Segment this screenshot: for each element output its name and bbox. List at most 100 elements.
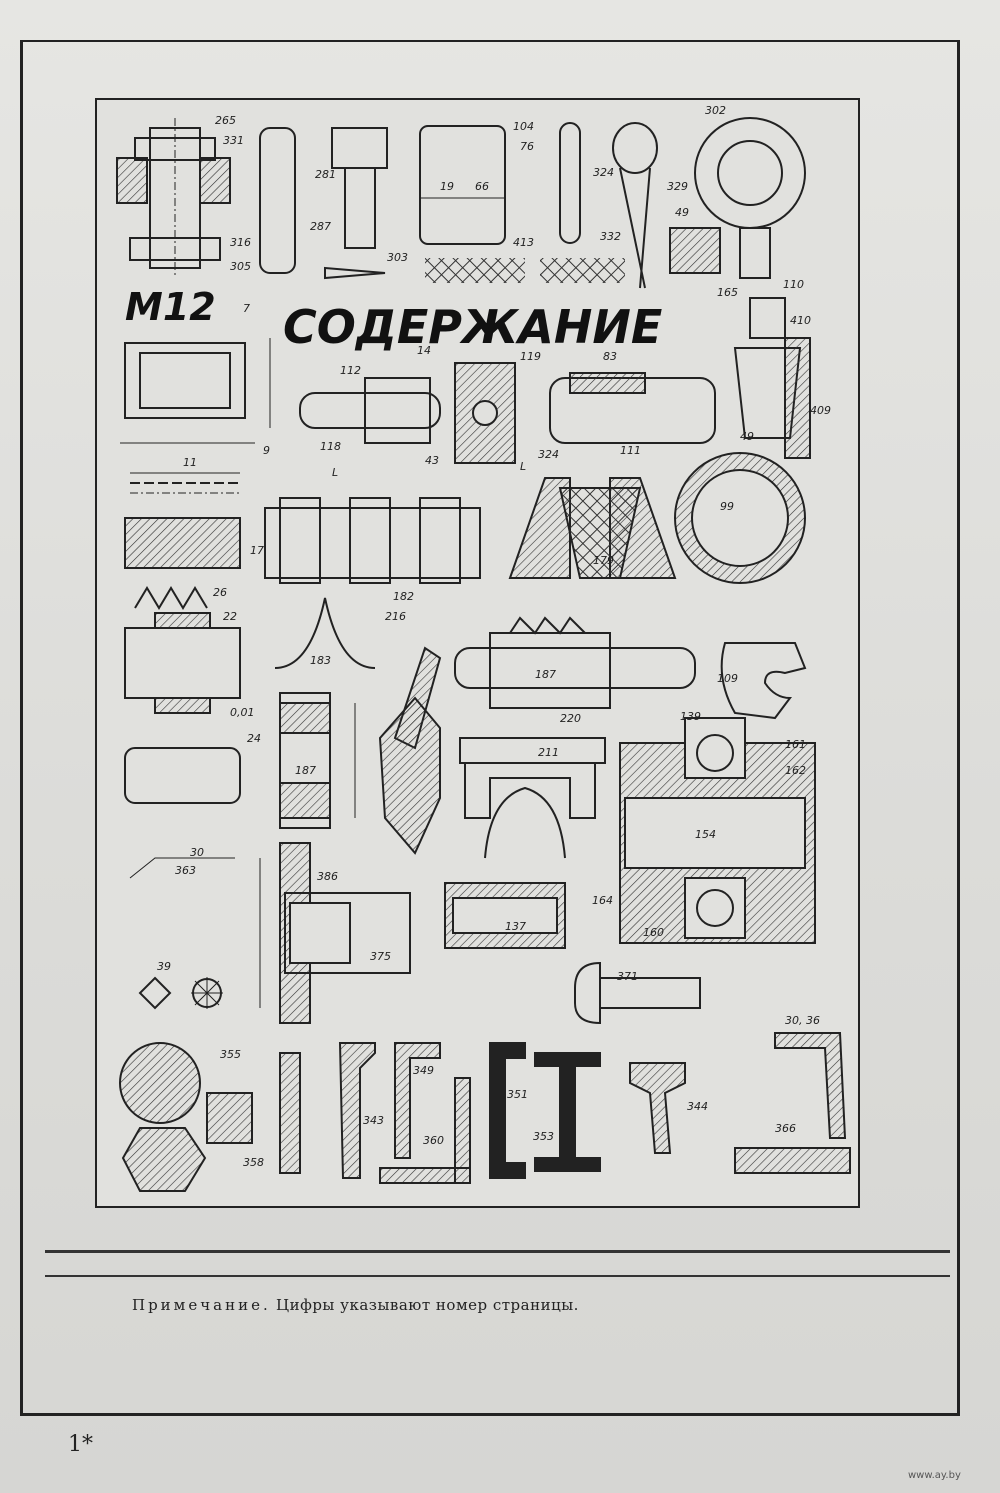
footnote-lead: Примечание. <box>132 1296 271 1314</box>
weld-plate-section <box>734 1147 851 1174</box>
tolerance-curve-drawing <box>274 597 376 669</box>
footnote: Примечание. Цифры указывают номер страни… <box>132 1296 579 1314</box>
label-265: 265 <box>215 114 236 127</box>
label-111: 111 <box>620 444 641 457</box>
label-303: 303 <box>387 251 408 264</box>
page-number: 1* <box>68 1432 93 1457</box>
label-179: 179 <box>593 554 614 567</box>
label-187-gear: 187 <box>295 764 316 777</box>
label-187-worm: 187 <box>535 668 556 681</box>
label-386: 386 <box>317 870 338 883</box>
cotter-pin-drawing <box>612 122 658 289</box>
label-353: 353 <box>533 1130 554 1143</box>
label-366: 366 <box>775 1122 796 1135</box>
label-287: 287 <box>310 220 331 233</box>
label-26: 26 <box>213 586 227 599</box>
splined-shaft-drawing <box>674 452 806 584</box>
line-types-drawing <box>124 472 241 569</box>
label-19: 19 <box>440 180 454 193</box>
roughness-part-drawing <box>124 747 241 804</box>
label-104: 104 <box>513 120 534 133</box>
label-109: 109 <box>717 672 738 685</box>
label-316: 316 <box>230 236 251 249</box>
flange-drawing <box>259 842 411 1024</box>
label-76: 76 <box>520 140 534 153</box>
label-112: 112 <box>340 364 361 377</box>
label-7: 7 <box>243 302 250 315</box>
label-165: 165 <box>717 286 738 299</box>
label-302: 302 <box>705 104 726 117</box>
label-413: 413 <box>513 236 534 249</box>
weld-symbol-drawing <box>129 857 235 879</box>
label-119: 119 <box>520 350 541 363</box>
label-30-36: 30, 36 <box>785 1014 820 1027</box>
label-154: 154 <box>695 828 716 841</box>
label-281: 281 <box>315 168 336 181</box>
divider-top <box>45 1250 950 1253</box>
rivet-drawing <box>574 961 701 1025</box>
bushing-drawing <box>444 882 566 949</box>
label-343: 343 <box>363 1114 384 1127</box>
label-66: 66 <box>475 180 489 193</box>
label-49-nut: 49 <box>675 206 689 219</box>
label-L-left: L <box>332 466 338 479</box>
label-43: 43 <box>425 454 439 467</box>
label-363: 363 <box>175 864 196 877</box>
label-24: 24 <box>247 732 261 745</box>
footnote-text: Цифры указывают номер страницы. <box>276 1296 579 1314</box>
contents-illustration: M12 СОДЕРЖАНИЕ 265 331 316 305 281 287 3… <box>116 104 851 1192</box>
label-22: 22 <box>223 610 237 623</box>
label-331: 331 <box>223 134 244 147</box>
label-305: 305 <box>230 260 251 273</box>
label-410: 410 <box>790 314 811 327</box>
label-160: 160 <box>643 926 664 939</box>
flat-bar-section <box>279 1052 301 1174</box>
label-349: 349 <box>413 1064 434 1077</box>
worm-shaft-drawing <box>454 616 696 709</box>
bar-sections-drawing <box>119 1042 253 1192</box>
label-332: 332 <box>600 230 621 243</box>
thread-profile-drawing <box>124 586 241 714</box>
v-belt-pulley-drawing <box>508 477 677 579</box>
symbol-marks-drawing <box>138 976 223 1010</box>
angle-section-a <box>394 1042 441 1159</box>
t-bar-section <box>629 1062 686 1154</box>
label-211: 211 <box>538 746 559 759</box>
label-182: 182 <box>393 590 414 603</box>
pin-drawing <box>540 122 625 283</box>
angle-section-b <box>379 1077 471 1184</box>
label-30: 30 <box>190 846 204 859</box>
label-220: 220 <box>560 712 581 725</box>
label-216: 216 <box>385 610 406 623</box>
label-344: 344 <box>687 1100 708 1113</box>
bolt-nut-assembly-drawing <box>116 118 231 278</box>
label-49-key: 49 <box>740 430 754 443</box>
bearing-assembly-drawing <box>619 717 816 944</box>
label-L-right: L <box>520 460 526 473</box>
label-9: 9 <box>263 444 270 457</box>
label-99: 99 <box>720 500 734 513</box>
label-164: 164 <box>592 894 613 907</box>
frame-rect-drawing <box>120 338 271 444</box>
label-360: 360 <box>423 1134 444 1147</box>
wedge-key-drawing <box>733 297 811 459</box>
label-329: 329 <box>667 180 688 193</box>
bevel-gear-drawing <box>378 696 441 855</box>
label-355: 355 <box>220 1048 241 1061</box>
label-324-coupling: 324 <box>538 448 559 461</box>
label-17: 17 <box>250 544 264 557</box>
label-371: 371 <box>617 970 638 983</box>
label-358: 358 <box>243 1156 264 1169</box>
label-183: 183 <box>310 654 331 667</box>
thread-label: M12 <box>125 285 216 329</box>
label-83: 83 <box>603 350 617 363</box>
screw-drawing <box>324 127 388 280</box>
stud-drawing <box>259 127 296 274</box>
outer-frame <box>20 40 960 1415</box>
roller-chain-drawing <box>264 497 481 584</box>
label-14: 14 <box>417 344 431 357</box>
caliper-jaw-drawing <box>459 737 606 859</box>
label-161: 161 <box>785 738 806 751</box>
spur-gear-drawing <box>279 692 356 829</box>
label-139: 139 <box>680 710 701 723</box>
